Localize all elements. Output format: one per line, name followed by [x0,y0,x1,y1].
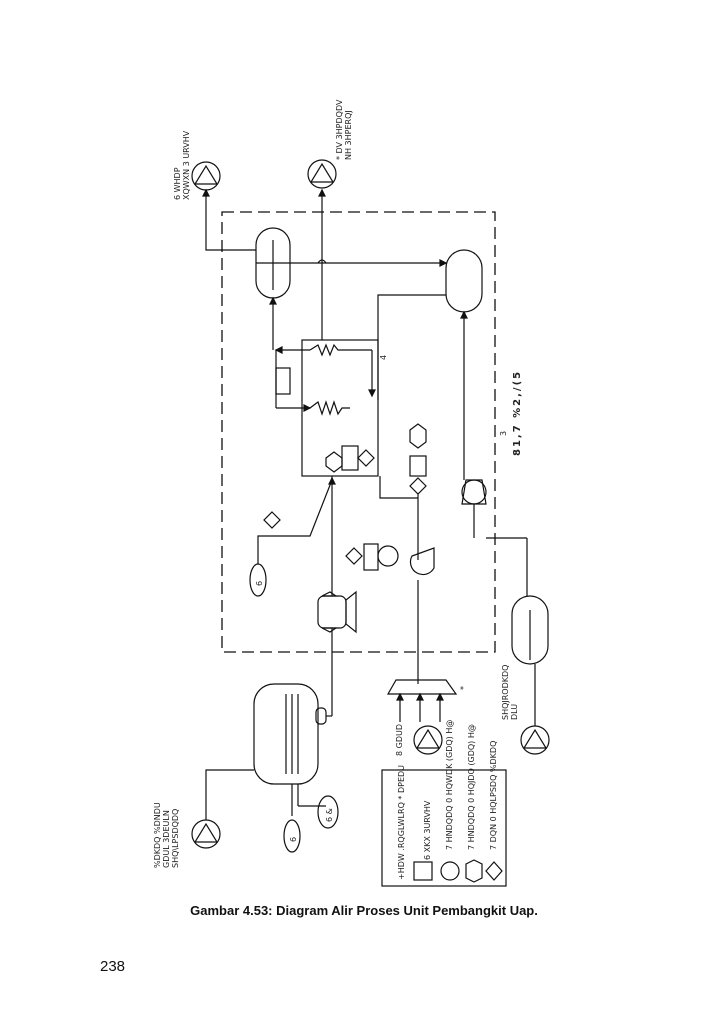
s-instrument-1 [249,563,267,597]
figure-caption: Gambar 4.53: Diagram Alir Proses Unit Pe… [190,903,538,918]
fuel-storage-tank [253,683,327,785]
heater-furnace [301,339,379,477]
steam-drum [255,227,291,299]
boiler-unit-boundary [221,211,496,653]
legend-item-1: 7 HNDQDQ 0 HQWDK (GDQ) H@ [445,720,454,850]
pump-process-steam [191,161,221,191]
unit-number: 3 [499,431,508,436]
top-right-pump-label: * DV 3HPDQDVNH 3HPERQJ [335,99,353,160]
sc-label: 6 & [325,808,334,822]
legend-box [381,769,507,887]
s-instrument-2 [283,819,301,853]
air-compressor [386,679,458,695]
deaerator-vessel [445,249,483,313]
fuel-burner [317,590,357,634]
air-blower [409,547,435,576]
s-label-2: 6 [289,837,298,842]
bottom-left-label: %DKDQ %DNDUGDUL 3DEULNSHQ\LPSDQDQ [153,802,180,868]
feed-water-pump [461,479,487,505]
legend-title: +HDW .RQGLWLRQ * DPEDU [397,765,406,880]
legend-item-2: 7 HNDQDQ 0 HQJDQ (GDQ) H@ [467,724,476,850]
bottom-right-pump-label: SHQJRODKDQDLU [501,665,519,720]
page-number: 238 [100,958,126,975]
s-label-1: 6 [255,581,264,586]
legend-item-3: 7 DQN 0 HQLPSDQ %DKDQ [489,741,498,850]
section-num-4: 4 [379,355,388,360]
water-treatment-tank [511,595,549,665]
sc-instrument [317,795,339,829]
legend-subtitle: 6 XKX 3URVHV [423,800,432,860]
blower-motor [345,543,399,571]
pump-fuel [413,725,443,755]
blower-label-bottom: * [459,686,468,690]
pump-raw-material [191,819,221,849]
fuel-control-hexagon [409,423,427,495]
economizer-box [275,367,291,395]
unit-boiler-label: 81,7 %2,/(5 [512,370,523,456]
top-pump-label: 6 WHDPXQWXN 3 URVHV [173,130,191,200]
fuel-pump-label: 8 GDUD [395,724,404,756]
pump-water-treatment [520,725,550,755]
pump-gas-exhaust [307,159,337,189]
